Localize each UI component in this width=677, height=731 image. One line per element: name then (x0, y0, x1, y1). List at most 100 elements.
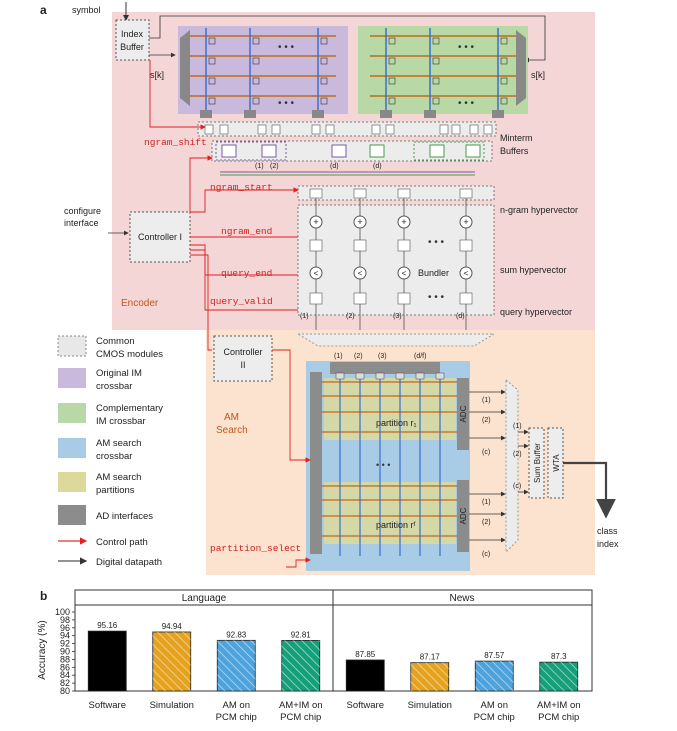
legend-item: Digital datapath (58, 557, 162, 568)
am-col-idx-3: (3) (378, 353, 387, 360)
bar-value-label: 92.83 (226, 630, 247, 639)
minterm-cells (204, 124, 493, 135)
category-label: Simulation (408, 700, 452, 711)
minterm-idx-3: (d) (330, 163, 339, 170)
am-crossbar-lines: • • • (322, 372, 457, 556)
svg-text:+: + (357, 217, 362, 227)
signal-ngram-end: ngram_end (221, 226, 272, 237)
legend-text: Original IM (96, 368, 142, 379)
sum-idx-1: (1) (513, 423, 522, 430)
svg-text:• • •: • • • (458, 98, 475, 109)
group-label-language: Language (182, 593, 227, 604)
legend-text: Digital datapath (96, 557, 162, 568)
adc-top-label: ADC (459, 405, 468, 422)
signal-ngram-start: ngram_start (210, 182, 273, 193)
am-row-driver (310, 372, 322, 554)
svg-text:<: < (464, 269, 469, 278)
category-label: Software (347, 700, 385, 711)
col-idx-1: (1) (300, 313, 309, 320)
am-col-idx-2: (2) (354, 353, 363, 360)
legend-text: Control path (96, 537, 148, 548)
query-hypervector-label: query hypervector (500, 307, 572, 317)
bar-value-label: 87.17 (420, 653, 441, 662)
group-label-news: News (449, 593, 474, 604)
controller-2-line2: II (240, 360, 245, 370)
y-tick-label: 80 (60, 686, 70, 696)
am-partition-f (324, 482, 456, 544)
minterm-idx-4: (d) (373, 163, 382, 170)
am-partition-1 (324, 378, 456, 440)
am-search-line2: Search (216, 425, 248, 436)
legend-text: AM search (96, 438, 141, 449)
bar-value-label: 87.3 (551, 652, 567, 661)
bundler-columns: +<+<+<+<• • •• • • (309, 188, 473, 330)
sum-buffer (528, 427, 545, 499)
im-crossbar-lines: • • •• • •• • •• • • (190, 28, 516, 118)
encoder-label: Encoder (121, 298, 159, 309)
col-idx-2: (2) (346, 313, 355, 320)
bar (345, 659, 385, 692)
legend-text: IM crossbar (96, 416, 146, 427)
shift-register-row (211, 140, 493, 162)
ad-interface-right (516, 30, 526, 106)
signal-ngram-shift: ngram_shift (144, 137, 207, 148)
am-input-buffer (330, 362, 440, 374)
panel-a-label: a (40, 3, 47, 17)
partition-1-label: partition r₁ (376, 418, 417, 428)
shift-cells (221, 144, 481, 158)
svg-text:• • •: • • • (428, 237, 445, 248)
sum-idx-3: (c) (513, 483, 521, 490)
symbol-label: symbol (72, 5, 101, 15)
category-label: PCM chip (538, 712, 579, 723)
y-tick-label: 94 (60, 631, 70, 641)
legend-item: Complementary IM crossbar (58, 403, 163, 427)
minterm-idx-1: (1) (255, 163, 264, 170)
adc-bottom-label: ADC (459, 507, 468, 524)
class-index-line1: class (597, 526, 618, 536)
legend-text: AM search (96, 472, 141, 483)
minterm-buffer-row (197, 121, 497, 137)
legend-item: AD interfaces (58, 505, 153, 525)
minterm-idx-2: (2) (270, 163, 279, 170)
legend-text: Complementary (96, 403, 163, 414)
bar-chart: 8082848688909294969810095.16Software94.9… (55, 607, 581, 723)
am-row-idx-t1: (1) (482, 397, 491, 404)
index-buffer-line1: Index (121, 29, 144, 39)
bar-value-label: 95.16 (97, 621, 118, 630)
category-label: AM on (223, 700, 250, 711)
svg-text:• • •: • • • (278, 98, 295, 109)
y-tick-label: 92 (60, 639, 70, 649)
y-tick-label: 98 (60, 615, 70, 625)
partition-f-label: partition rᶠ (376, 520, 416, 530)
svg-text:<: < (358, 269, 363, 278)
minterm-label-2: Buffers (500, 146, 529, 156)
legend-text: AD interfaces (96, 511, 153, 522)
category-label: AM+IM on (537, 700, 581, 711)
category-label: Software (89, 700, 127, 711)
y-tick-label: 84 (60, 670, 70, 680)
category-label: PCM chip (216, 712, 257, 723)
legend-text: CMOS modules (96, 349, 163, 360)
am-search-line1: AM (224, 412, 239, 423)
class-index-line2: index (597, 539, 619, 549)
original-im-crossbar (178, 26, 348, 114)
bar (87, 630, 127, 692)
svg-text:+: + (313, 217, 318, 227)
category-label: AM on (481, 700, 508, 711)
legend-text: Common (96, 336, 135, 347)
svg-text:• • •: • • • (428, 292, 445, 303)
sum-buffer-label: Sum Buffer (533, 443, 542, 483)
y-tick-label: 88 (60, 654, 70, 664)
svg-text:• • •: • • • (278, 42, 295, 53)
sk-label-right: s[k] (531, 70, 545, 80)
signal-query-end: query_end (221, 268, 272, 279)
y-tick-label: 100 (55, 607, 70, 617)
legend-item: Control path (58, 537, 148, 548)
ngram-hypervector-row (297, 185, 495, 201)
index-buffer-line2: Buffer (120, 42, 144, 52)
complementary-im-crossbar (358, 26, 528, 114)
svg-text:<: < (314, 269, 319, 278)
